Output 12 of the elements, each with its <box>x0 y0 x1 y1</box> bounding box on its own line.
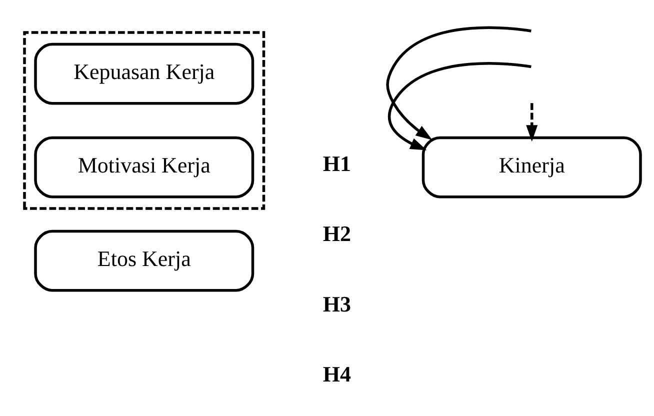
node-box: Motivasi Kerja <box>34 136 254 198</box>
node-box: Kinerja <box>422 136 642 198</box>
node-box: Etos Kerja <box>34 229 254 292</box>
label: H1 <box>322 150 351 176</box>
node-box: Kepuasan Kerja <box>34 42 254 104</box>
label: H4 <box>322 360 351 386</box>
cluster <box>23 30 266 210</box>
arrow <box>386 26 532 140</box>
arrow <box>526 102 538 142</box>
label: H2 <box>322 220 351 246</box>
arrow <box>388 62 532 150</box>
label: H3 <box>322 290 351 316</box>
